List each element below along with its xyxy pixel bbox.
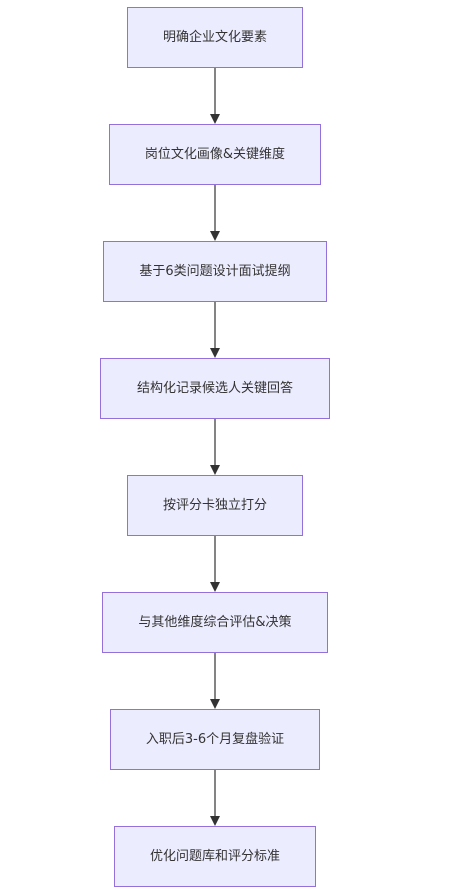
- flow-step-5: 按评分卡独立打分: [127, 475, 303, 536]
- flow-step-6: 与其他维度综合评估&决策: [102, 592, 328, 653]
- edge-5: [210, 536, 220, 592]
- flow-step-7-label: 入职后3-6个月复盘验证: [145, 731, 285, 747]
- flow-step-3: 基于6类问题设计面试提纲: [103, 241, 327, 302]
- flow-step-1: 明确企业文化要素: [127, 7, 303, 68]
- arrowhead-5: [210, 582, 220, 592]
- flow-step-2-label: 岗位文化画像&关键维度: [144, 146, 286, 162]
- flow-step-8: 优化问题库和评分标准: [114, 826, 316, 887]
- flow-step-2: 岗位文化画像&关键维度: [109, 124, 321, 185]
- arrowhead-2: [210, 231, 220, 241]
- flow-step-3-label: 基于6类问题设计面试提纲: [139, 263, 291, 279]
- flow-step-8-label: 优化问题库和评分标准: [149, 848, 280, 864]
- flow-step-7: 入职后3-6个月复盘验证: [110, 709, 320, 770]
- edge-2: [210, 185, 220, 241]
- arrowhead-7: [210, 816, 220, 826]
- edge-6: [210, 653, 220, 709]
- flow-step-4: 结构化记录候选人关键回答: [100, 358, 330, 419]
- arrowhead-4: [210, 465, 220, 475]
- flow-step-1-label: 明确企业文化要素: [162, 29, 267, 45]
- arrowhead-3: [210, 348, 220, 358]
- flow-step-4-label: 结构化记录候选人关键回答: [136, 380, 293, 396]
- edge-1: [210, 68, 220, 124]
- edge-7: [210, 770, 220, 826]
- edge-3: [210, 302, 220, 358]
- flow-step-5-label: 按评分卡独立打分: [162, 497, 267, 513]
- arrowhead-1: [210, 114, 220, 124]
- flow-step-6-label: 与其他维度综合评估&决策: [138, 614, 292, 630]
- arrowhead-6: [210, 699, 220, 709]
- edge-4: [210, 419, 220, 475]
